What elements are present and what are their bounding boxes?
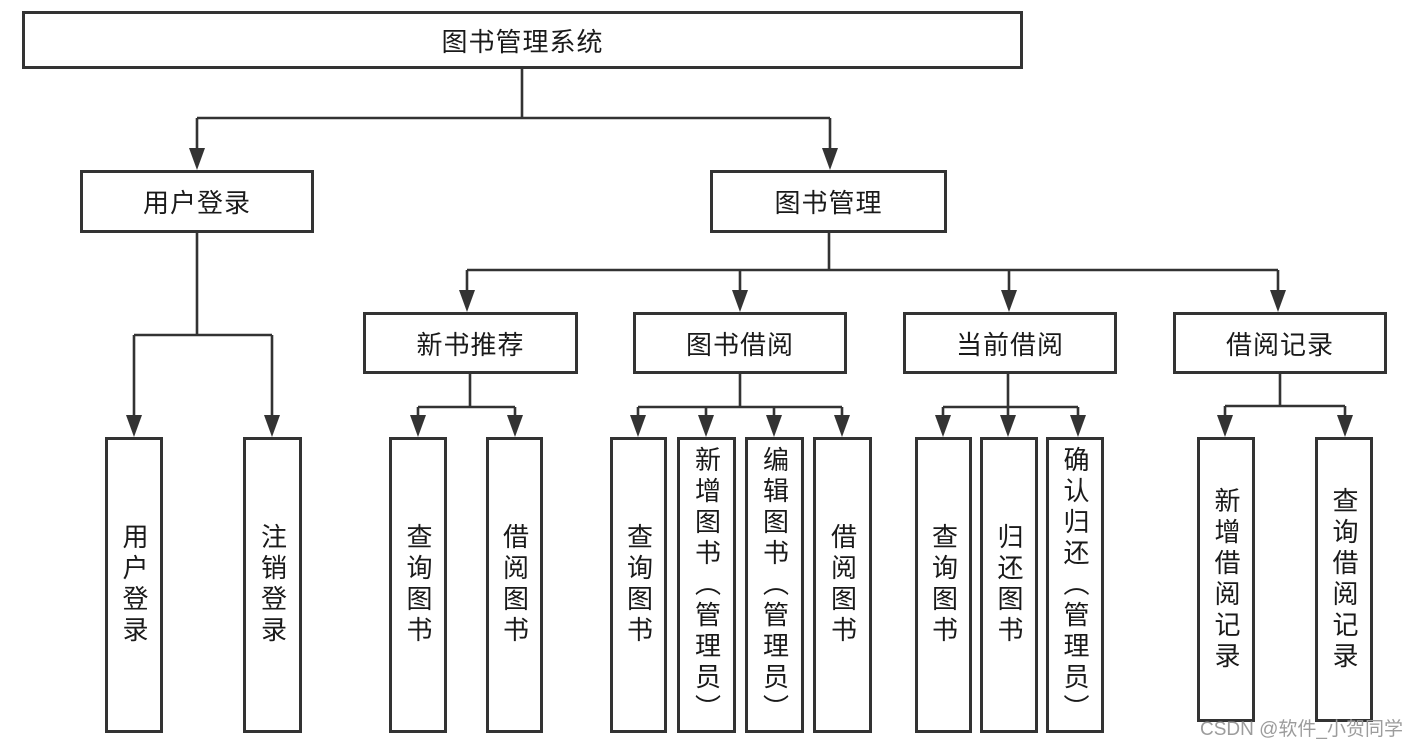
connector-current-borrow-to-leaves [935,374,1086,437]
arrowhead-icon [630,415,646,437]
leaf-borrow-books-recommend: 借阅图书 [486,437,543,733]
node-new-book-recommend: 新书推荐 [363,312,578,374]
leaf-add-books-admin: 新增图书（管理员） [677,437,736,733]
leaf-logout-login: 注销登录 [243,437,302,733]
arrowhead-icon [698,415,714,437]
connector-user-login-to-leaves [126,233,280,437]
connector-book-borrow-to-leaves [630,374,850,437]
leaf-add-borrow-record: 新增借阅记录 [1197,437,1255,722]
leaf-user-login: 用户登录 [105,437,163,733]
leaf-borrow-books-borrowing: 借阅图书 [813,437,872,733]
node-book-borrowing: 图书借阅 [633,312,847,374]
node-borrowing-records: 借阅记录 [1173,312,1387,374]
connector-borrow-records-to-leaves [1217,374,1353,437]
arrowhead-icon [1217,415,1233,437]
leaf-edit-books-admin: 编辑图书（管理员） [745,437,804,733]
arrowhead-icon [822,148,838,170]
node-user-login: 用户登录 [80,170,314,233]
arrowhead-icon [1070,415,1086,437]
node-book-management: 图书管理 [710,170,947,233]
arrowhead-icon [189,148,205,170]
leaf-query-books-recommend: 查询图书 [389,437,447,733]
arrowhead-icon [410,415,426,437]
connector-root-to-level2 [189,69,838,170]
node-library-management-system: 图书管理系统 [22,11,1023,69]
arrowhead-icon [264,415,280,437]
leaf-confirm-return-admin: 确认归还（管理员） [1046,437,1104,733]
arrowhead-icon [1337,415,1353,437]
arrowhead-icon [1001,290,1017,312]
arrowhead-icon [935,415,951,437]
arrowhead-icon [1270,290,1286,312]
leaf-query-books-borrowing: 查询图书 [610,437,667,733]
leaf-return-books: 归还图书 [980,437,1038,733]
arrowhead-icon [459,290,475,312]
watermark-csdn: CSDN @软件_小贺同学 [1200,719,1403,740]
arrowhead-icon [766,415,782,437]
connector-new-book-to-leaves [410,374,523,437]
node-current-borrowing: 当前借阅 [903,312,1117,374]
arrowhead-icon [126,415,142,437]
arrowhead-icon [1000,415,1016,437]
leaf-query-books-current: 查询图书 [915,437,972,733]
connector-book-mgmt-to-level3 [459,233,1286,312]
leaf-query-borrow-record: 查询借阅记录 [1315,437,1373,722]
arrowhead-icon [834,415,850,437]
arrowhead-icon [507,415,523,437]
arrowhead-icon [732,290,748,312]
